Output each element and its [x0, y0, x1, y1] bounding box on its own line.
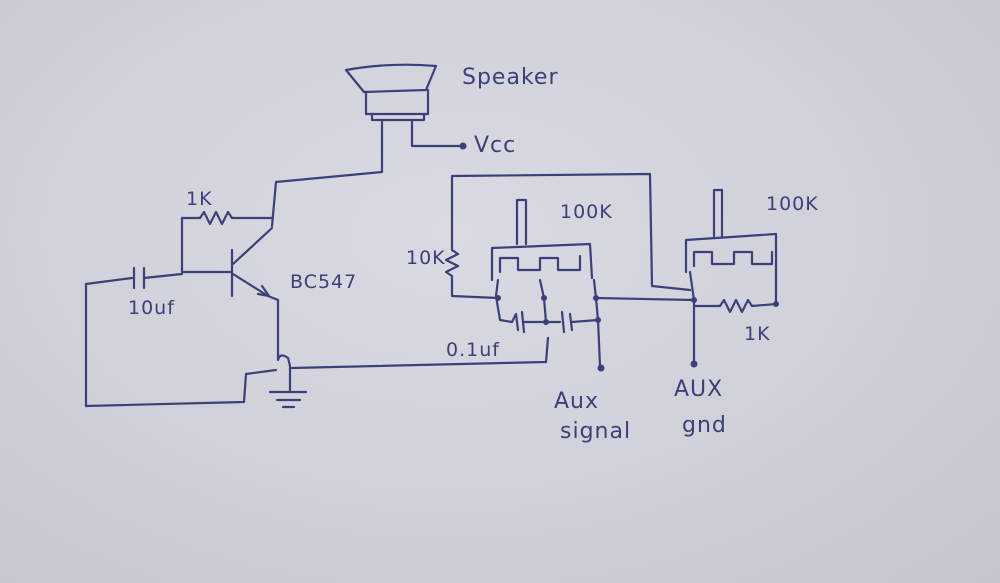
junction-dot — [543, 319, 549, 325]
label-bc547: BC547 — [290, 271, 357, 293]
aux-signal-terminal — [597, 364, 605, 372]
wire-emitter-ground — [266, 294, 292, 392]
label-1k-right: 1K — [744, 323, 771, 345]
capacitor-0-1uf — [510, 310, 600, 334]
resistor-1k-right — [692, 298, 778, 314]
label-0-1uf: 0.1uf — [446, 339, 500, 361]
junction-dot — [541, 295, 547, 301]
wire-aux-signal — [596, 318, 602, 368]
vcc-terminal — [459, 142, 467, 150]
label-aux-gnd-line2: gnd — [682, 413, 727, 438]
label-100k-right: 100K — [766, 193, 819, 215]
label-1k-base: 1K — [186, 188, 213, 210]
label-aux-signal-line2: signal — [560, 419, 631, 444]
wire-top-loop — [450, 172, 692, 292]
label-10k: 10K — [406, 247, 446, 269]
label-10uf: 10uf — [128, 297, 175, 319]
wire-vcc — [410, 118, 462, 148]
wire-pot1-pot2 — [594, 296, 696, 302]
label-aux-signal-line1: Aux — [554, 389, 599, 414]
junction-dot — [691, 297, 697, 303]
resistor-10k — [444, 248, 500, 300]
wire-return — [290, 336, 550, 370]
ground-symbol — [268, 390, 308, 409]
label-speaker: Speaker — [462, 65, 558, 90]
junction-dot — [495, 295, 501, 301]
resistor-1k-base — [180, 210, 274, 274]
label-vcc: Vcc — [474, 133, 516, 158]
transistor-bc547 — [180, 226, 274, 298]
aux-gnd-terminal — [690, 360, 698, 368]
wire-speaker-collector — [270, 118, 384, 228]
speaker-symbol — [344, 63, 438, 122]
label-aux-gnd-line1: AUX — [674, 377, 723, 402]
label-100k-left: 100K — [560, 201, 613, 223]
capacitor-10uf — [84, 266, 278, 408]
